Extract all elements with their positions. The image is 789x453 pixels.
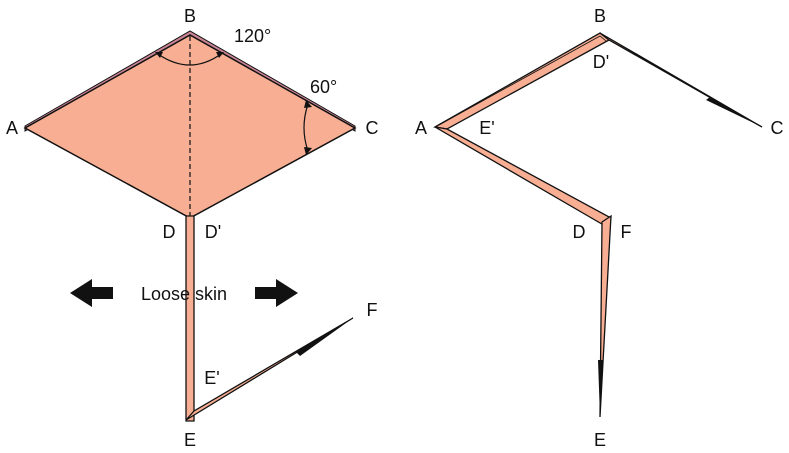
label-d-right: D xyxy=(573,222,586,242)
loose-skin-label: Loose skin xyxy=(141,284,227,304)
label-d-prime-right: D' xyxy=(593,52,609,72)
flap-limb-de-tip xyxy=(598,360,603,417)
label-b-left: B xyxy=(184,6,196,26)
left-diagram: B A C D D' E' E F 120° 60° Loose skin xyxy=(6,6,379,450)
label-d-left: D xyxy=(163,222,176,242)
arrow-left-icon xyxy=(70,279,113,307)
label-a-right: A xyxy=(415,118,427,138)
label-c-right: C xyxy=(771,118,784,138)
arrow-right-icon xyxy=(255,279,298,307)
angle-arc-b xyxy=(157,53,222,66)
label-f-right: F xyxy=(621,222,632,242)
label-d-prime-left: D' xyxy=(205,222,221,242)
angle-arc-c-arrow-bottom xyxy=(304,147,312,155)
angle-arc-c-arrow-top xyxy=(304,100,312,108)
flap-band-ad xyxy=(434,126,612,228)
label-a-left: A xyxy=(6,118,18,138)
angle-arc-b-arrow-right xyxy=(216,52,224,58)
label-e-prime-left: E' xyxy=(204,368,219,388)
label-b-right: B xyxy=(594,6,606,26)
angle-arc-b-arrow-left xyxy=(155,52,163,58)
label-e-left: E xyxy=(184,430,196,450)
flap-band-ab xyxy=(433,32,611,130)
angle-arc-c xyxy=(303,103,309,152)
rhombus-upper-rim xyxy=(24,30,356,132)
right-diagram: B D' A E' C D F E xyxy=(415,6,784,450)
angle-label-b: 120° xyxy=(234,26,271,46)
label-e-right: E xyxy=(594,430,606,450)
label-e-prime-right: E' xyxy=(479,118,494,138)
flap-limb-bc xyxy=(599,32,763,128)
angle-label-c: 60° xyxy=(310,77,337,97)
incision-strip xyxy=(185,215,195,422)
label-f-left: F xyxy=(367,300,378,320)
flap-band-rim xyxy=(438,35,607,126)
flap-limb-bc-tip xyxy=(706,97,762,127)
label-c-left: C xyxy=(366,118,379,138)
flap-limb-de xyxy=(599,214,612,418)
incision-limb-tip xyxy=(296,318,353,356)
